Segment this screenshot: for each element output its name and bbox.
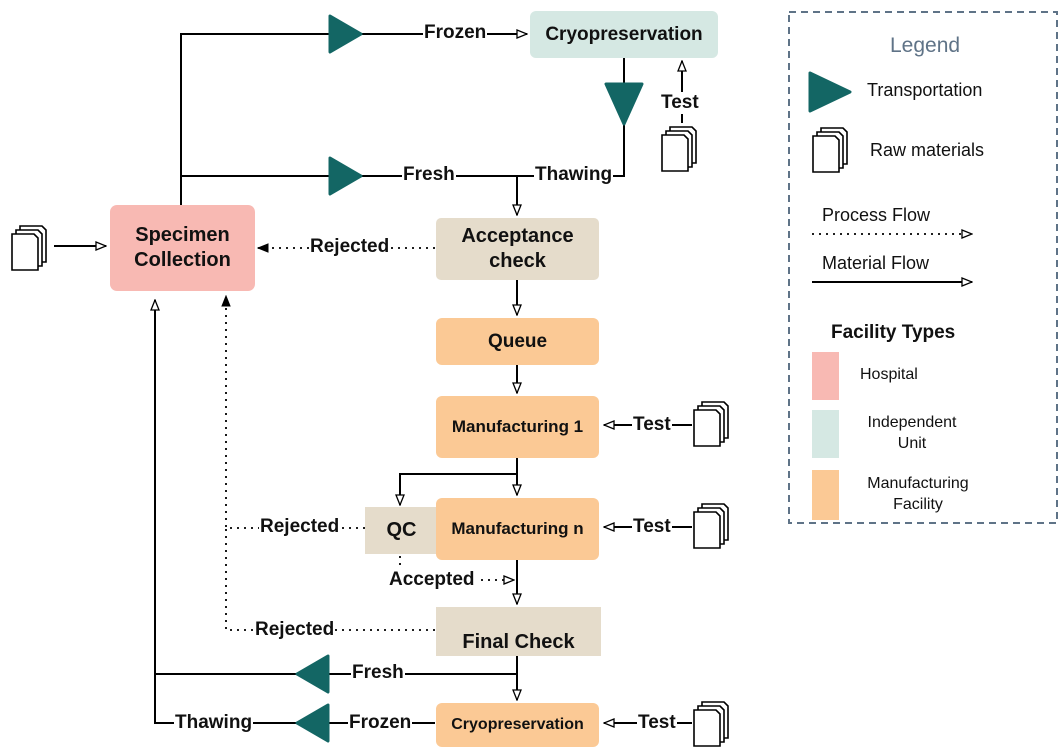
raw-materials-icon-test-top (661, 126, 697, 172)
transport-icon-frozen-bottom (295, 703, 330, 743)
legend-swatch-hospital (812, 352, 839, 400)
node-cryopreservation-top[interactable]: Cryopreservation (530, 11, 718, 58)
label-frozen-top: Frozen (423, 22, 488, 44)
edge-frozen-bottom (154, 674, 435, 724)
legend-transport-icon (808, 71, 852, 113)
legend-transportation-label: Transportation (867, 80, 983, 100)
transport-icon-thawing-top (604, 82, 644, 126)
node-specimen-collection[interactable]: Specimen Collection (110, 205, 255, 291)
legend-material-flow-label: Material Flow (822, 253, 930, 273)
edge-thawing-top (517, 58, 625, 177)
transport-icon-fresh-top (328, 156, 363, 196)
raw-materials-icon-mfg1 (693, 401, 729, 447)
legend-swatch-independent (812, 410, 839, 458)
label-test-mfg1: Test (632, 414, 672, 436)
edge-mfg1-qc (400, 473, 517, 505)
transport-icon-frozen-top (328, 14, 363, 54)
edge-rejected-qc (226, 296, 365, 529)
label-test-bottom: Test (637, 712, 677, 734)
edge-specimen-up (180, 34, 527, 205)
label-thawing-top: Thawing (534, 164, 614, 186)
label-test-mfgn: Test (632, 516, 672, 538)
label-accepted-qc: Accepted (388, 569, 476, 591)
node-acceptance-check[interactable]: Acceptance check (436, 218, 599, 280)
legend-process-flow-label: Process Flow (822, 205, 931, 225)
raw-materials-icon-cryo-bottom (693, 701, 729, 747)
edge-accepted-qc (399, 556, 514, 580)
legend-title: Legend (890, 34, 961, 57)
node-queue[interactable]: Queue (436, 318, 599, 365)
legend-manufacturing-facility-label: Manufacturing Facility (867, 475, 969, 513)
label-fresh-bottom: Fresh (351, 662, 405, 684)
label-test-top: Test (660, 92, 700, 114)
legend-raw-materials-icon (812, 127, 848, 173)
node-manufacturing-n[interactable]: Manufacturing n (436, 498, 599, 560)
label-rejected-qc: Rejected (259, 516, 341, 538)
legend-independent-unit-label: Independent Unit (867, 414, 957, 452)
transport-icon-fresh-bottom (295, 654, 330, 694)
raw-materials-icon-specimen (11, 225, 47, 271)
legend-hospital-label: Hospital (860, 366, 918, 383)
label-rejected-accept: Rejected (309, 236, 391, 258)
raw-materials-icon-mfgn (693, 503, 729, 549)
label-thawing-bottom: Thawing (174, 712, 254, 734)
label-fresh-top: Fresh (402, 164, 456, 186)
node-manufacturing-1[interactable]: Manufacturing 1 (436, 396, 599, 458)
node-qc[interactable]: QC (365, 507, 438, 554)
label-rejected-final: Rejected (254, 619, 336, 641)
legend-swatch-manufacturing (812, 470, 839, 520)
node-cryopreservation-bottom[interactable]: Cryopreservation (436, 703, 599, 747)
legend-frame (788, 11, 1058, 524)
label-frozen-bottom: Frozen (348, 712, 413, 734)
node-final-check[interactable]: Final Check (436, 607, 601, 656)
legend-facility-types-title: Facility Types (831, 322, 956, 343)
legend-raw-materials-label: Raw materials (870, 140, 985, 160)
